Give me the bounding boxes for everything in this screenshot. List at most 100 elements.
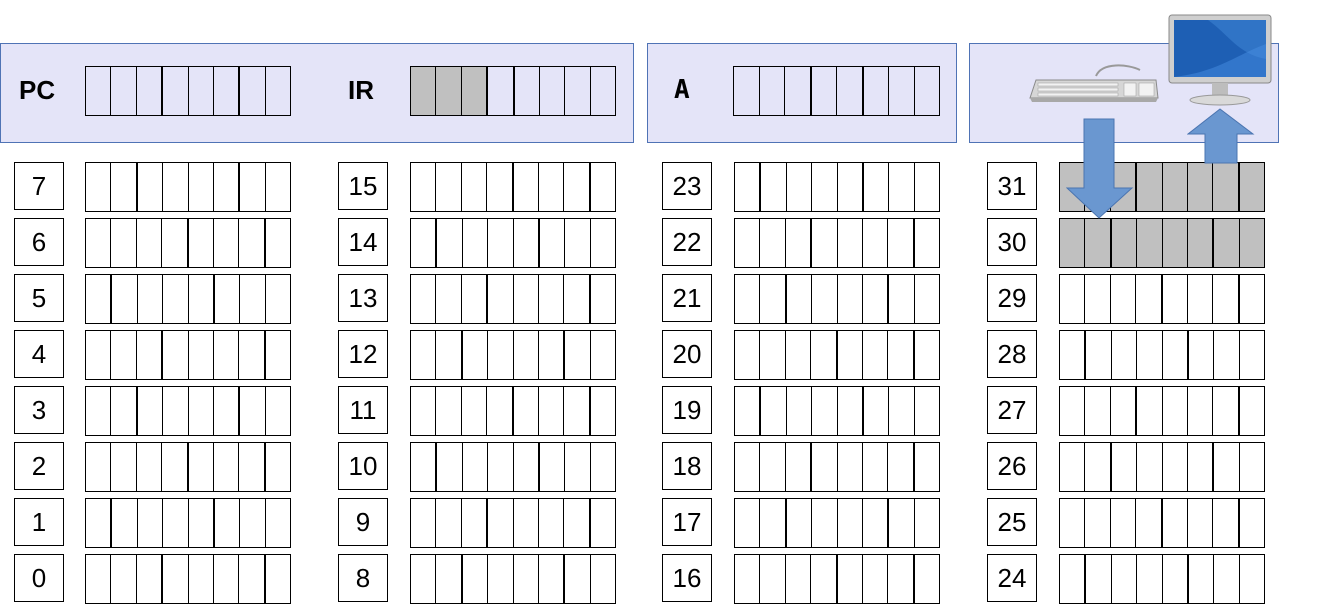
bit-cell xyxy=(1240,275,1264,323)
bit-cell xyxy=(889,67,915,115)
bit-cell xyxy=(812,443,838,491)
bit-cell xyxy=(565,555,591,603)
bit-cell xyxy=(111,555,137,603)
bit-cell xyxy=(266,555,290,603)
bit-cell xyxy=(591,163,615,211)
bit-cell xyxy=(436,499,462,547)
bit-cell xyxy=(411,499,437,547)
bit-cell xyxy=(786,555,812,603)
memory-cell xyxy=(734,498,940,548)
bit-cell xyxy=(189,331,214,379)
bit-cell xyxy=(462,163,488,211)
bit-cell xyxy=(214,555,240,603)
bit-cell xyxy=(811,555,838,603)
bit-cell xyxy=(1085,387,1111,435)
memory-cell xyxy=(85,274,291,324)
memory-cell xyxy=(734,554,940,604)
bit-cell xyxy=(838,443,863,491)
memory-cell xyxy=(1059,274,1265,324)
bit-cell xyxy=(735,163,762,211)
bit-cell xyxy=(1214,443,1240,491)
bit-cell xyxy=(591,219,615,267)
bit-cell xyxy=(1060,443,1086,491)
bit-cell xyxy=(539,387,565,435)
bit-cell xyxy=(86,499,113,547)
bit-cell xyxy=(564,275,591,323)
bit-cell xyxy=(1163,275,1188,323)
pc-label: PC xyxy=(19,75,56,105)
memory-cell xyxy=(410,386,616,436)
bit-cell xyxy=(137,331,164,379)
bit-cell xyxy=(915,67,940,115)
bit-cell xyxy=(812,219,838,267)
bit-cell xyxy=(488,331,514,379)
bit-cell xyxy=(1136,275,1163,323)
bit-cell xyxy=(915,331,939,379)
memory-cell xyxy=(1059,218,1265,268)
bit-cell xyxy=(162,443,189,491)
monitor-icon xyxy=(1168,14,1272,106)
pc-register xyxy=(85,66,291,116)
bit-cell xyxy=(86,163,112,211)
memory-cell xyxy=(410,442,616,492)
bit-cell xyxy=(1060,219,1086,267)
memory-address-label: 20 xyxy=(662,330,712,378)
bit-cell xyxy=(838,219,863,267)
bit-cell xyxy=(111,331,137,379)
bit-cell xyxy=(1214,219,1240,267)
bit-cell xyxy=(539,499,565,547)
bit-cell xyxy=(539,555,566,603)
memory-address-label: 5 xyxy=(14,274,64,322)
bit-cell xyxy=(266,67,290,115)
memory-address-label: 16 xyxy=(662,554,712,602)
bit-cell xyxy=(411,67,437,115)
bit-cell xyxy=(163,163,189,211)
ir-register xyxy=(410,66,616,116)
memory-address-label: 12 xyxy=(338,330,388,378)
bit-cell xyxy=(411,219,438,267)
bit-cell xyxy=(266,219,290,267)
bit-cell xyxy=(239,443,266,491)
bit-cell xyxy=(1060,555,1087,603)
bit-cell xyxy=(863,331,889,379)
memory-address-label: 28 xyxy=(987,330,1037,378)
bit-cell xyxy=(1136,499,1163,547)
bit-cell xyxy=(1137,331,1163,379)
bit-cell xyxy=(163,331,189,379)
memory-cell xyxy=(85,330,291,380)
bit-cell xyxy=(591,331,615,379)
bit-cell xyxy=(189,275,215,323)
memory-cell xyxy=(1059,554,1265,604)
bit-cell xyxy=(1111,219,1138,267)
bit-cell xyxy=(1189,331,1215,379)
bit-cell xyxy=(1060,387,1086,435)
bit-cell xyxy=(163,499,189,547)
bit-cell xyxy=(514,499,539,547)
bit-cell xyxy=(1060,331,1087,379)
bit-cell xyxy=(1137,219,1163,267)
bit-cell xyxy=(760,443,786,491)
memory-cell xyxy=(410,162,616,212)
bit-cell xyxy=(1240,443,1264,491)
bit-cell xyxy=(761,387,787,435)
bit-cell xyxy=(863,555,889,603)
bit-cell xyxy=(564,499,591,547)
bit-cell xyxy=(1085,275,1111,323)
bit-cell xyxy=(1085,219,1112,267)
bit-cell xyxy=(411,443,438,491)
bit-cell xyxy=(137,555,164,603)
bit-cell xyxy=(838,163,864,211)
memory-cell xyxy=(410,274,616,324)
bit-cell xyxy=(915,275,939,323)
bit-cell xyxy=(239,555,266,603)
bit-cell xyxy=(137,443,163,491)
bit-cell xyxy=(189,219,214,267)
bit-cell xyxy=(735,555,761,603)
memory-address-label: 19 xyxy=(662,386,712,434)
bit-cell xyxy=(864,163,890,211)
bit-cell xyxy=(838,275,863,323)
memory-cell xyxy=(85,442,291,492)
bit-cell xyxy=(812,67,837,115)
bit-cell xyxy=(539,163,565,211)
bit-cell xyxy=(812,499,838,547)
